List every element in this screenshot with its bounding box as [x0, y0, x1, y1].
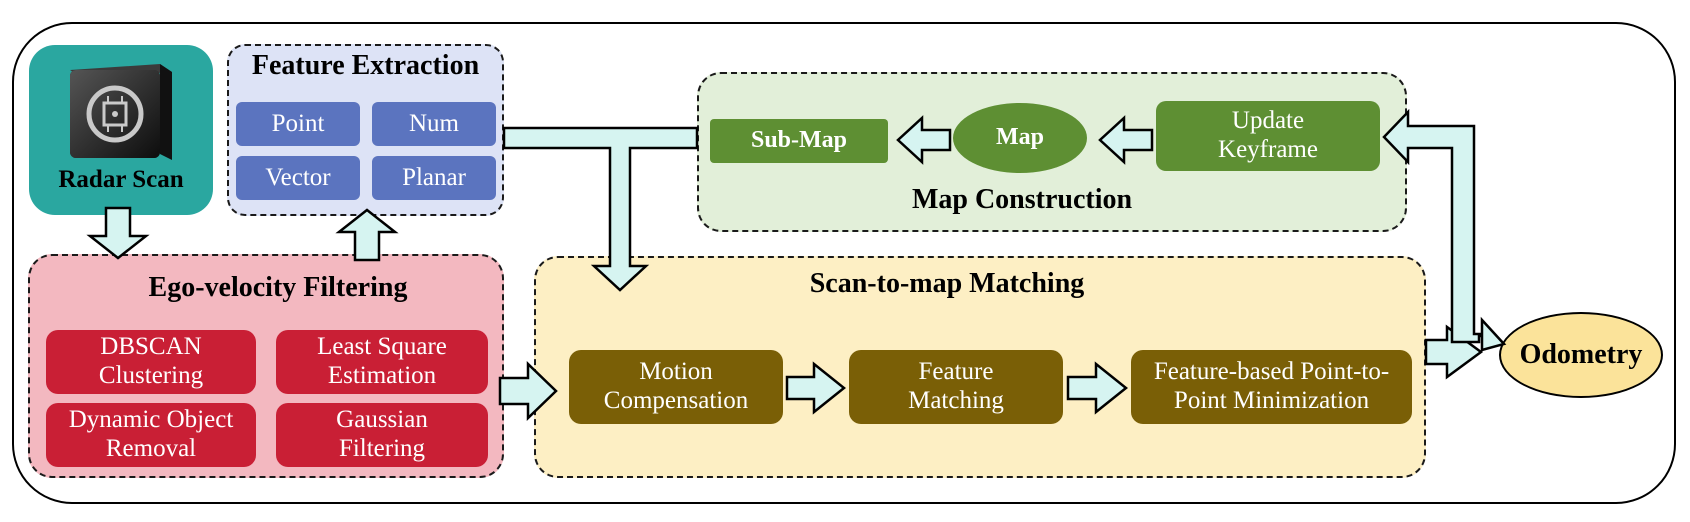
arrow-map-to-submap	[896, 115, 952, 165]
pipeline-frame	[12, 22, 1676, 504]
arrow-matching-to-minimization	[1066, 361, 1129, 415]
scan-to-map-title: Scan-to-map Matching	[809, 268, 1085, 299]
sub-map-box: Sub-Map	[710, 119, 888, 163]
odometry-ellipse: Odometry	[1499, 312, 1663, 398]
radar-chip-icon	[64, 60, 174, 168]
arrow-odometry-to-keyframe	[1382, 108, 1507, 352]
update-keyframe-box: Update Keyframe	[1156, 101, 1380, 171]
feature-planar-box: Planar	[372, 156, 496, 200]
gaussian-filtering-box: Gaussian Filtering	[276, 403, 488, 467]
motion-compensation-box: Motion Compensation	[569, 350, 783, 424]
feature-extraction-title: Feature Extraction	[251, 50, 480, 81]
arrow-motion-to-matching	[785, 361, 847, 415]
arrow-keyframe-to-map	[1098, 115, 1154, 165]
feature-point-box: Point	[236, 102, 360, 146]
feature-num-box: Num	[372, 102, 496, 146]
arrow-radar-to-ego	[86, 206, 150, 260]
feature-matching-box: Feature Matching	[849, 350, 1063, 424]
dbscan-clustering-box: DBSCAN Clustering	[46, 330, 256, 394]
map-construction-title: Map Construction	[911, 184, 1133, 215]
arrow-ego-to-feature	[335, 208, 399, 262]
point-to-point-minimization-box: Feature-based Point-to-Point Minimizatio…	[1131, 350, 1412, 424]
arrow-feature-to-scan	[502, 126, 699, 292]
radar-scan-label: Radar Scan	[58, 166, 184, 193]
map-ellipse: Map	[953, 103, 1087, 173]
ego-velocity-title: Ego-velocity Filtering	[148, 272, 408, 303]
arrow-ego-to-scan	[498, 361, 558, 421]
feature-vector-box: Vector	[236, 156, 360, 200]
dynamic-object-removal-box: Dynamic Object Removal	[46, 403, 256, 467]
least-square-estimation-box: Least Square Estimation	[276, 330, 488, 394]
arrow-scan-to-odometry	[1424, 324, 1484, 380]
